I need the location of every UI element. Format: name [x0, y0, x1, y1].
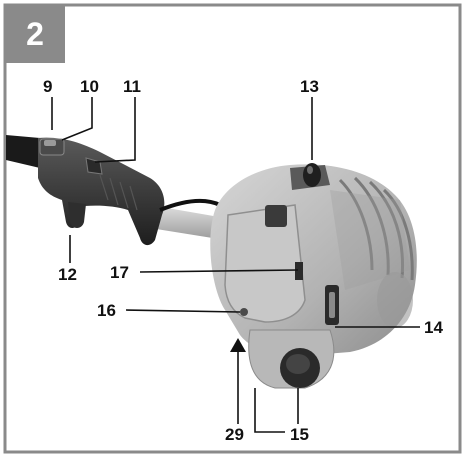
safety-trigger: [68, 202, 86, 228]
callout-17: 17: [110, 263, 129, 282]
callout-14: 14: [424, 318, 443, 337]
engine-illustration: [6, 135, 417, 389]
switch-button: [44, 140, 56, 146]
drive-shaft: [6, 135, 40, 168]
metal-tube: [150, 205, 225, 240]
figure-number-badge: 2: [5, 5, 65, 63]
leader-29-bracket: [254, 388, 285, 433]
leader-10: [61, 97, 93, 141]
callout-16: 16: [97, 301, 116, 320]
throttle-cable: [159, 198, 221, 212]
cover-screw: [240, 308, 248, 316]
arrow-marker: [230, 338, 246, 352]
callout-10: 10: [80, 77, 99, 96]
figure-frame: [3, 3, 462, 454]
figure-number: 2: [26, 16, 44, 52]
choke-knob: [303, 163, 321, 187]
callout-15: 15: [290, 425, 309, 444]
air-filter-cover: [224, 204, 306, 323]
callout-13: 13: [300, 77, 319, 96]
filter-latch: [265, 205, 287, 227]
callout-11: 11: [123, 77, 141, 96]
callout-29: 29: [225, 425, 244, 444]
leader-lines: [51, 97, 420, 433]
callout-12: 12: [58, 265, 77, 284]
leader-11: [94, 97, 136, 163]
cooling-grille: [338, 176, 414, 281]
leader-17: [139, 269, 299, 273]
leader-16: [125, 309, 241, 313]
callout-9: 9: [43, 77, 53, 96]
rear-handle: [38, 137, 165, 246]
grip-ridges: [99, 174, 138, 211]
adjust-slot: [295, 262, 303, 280]
